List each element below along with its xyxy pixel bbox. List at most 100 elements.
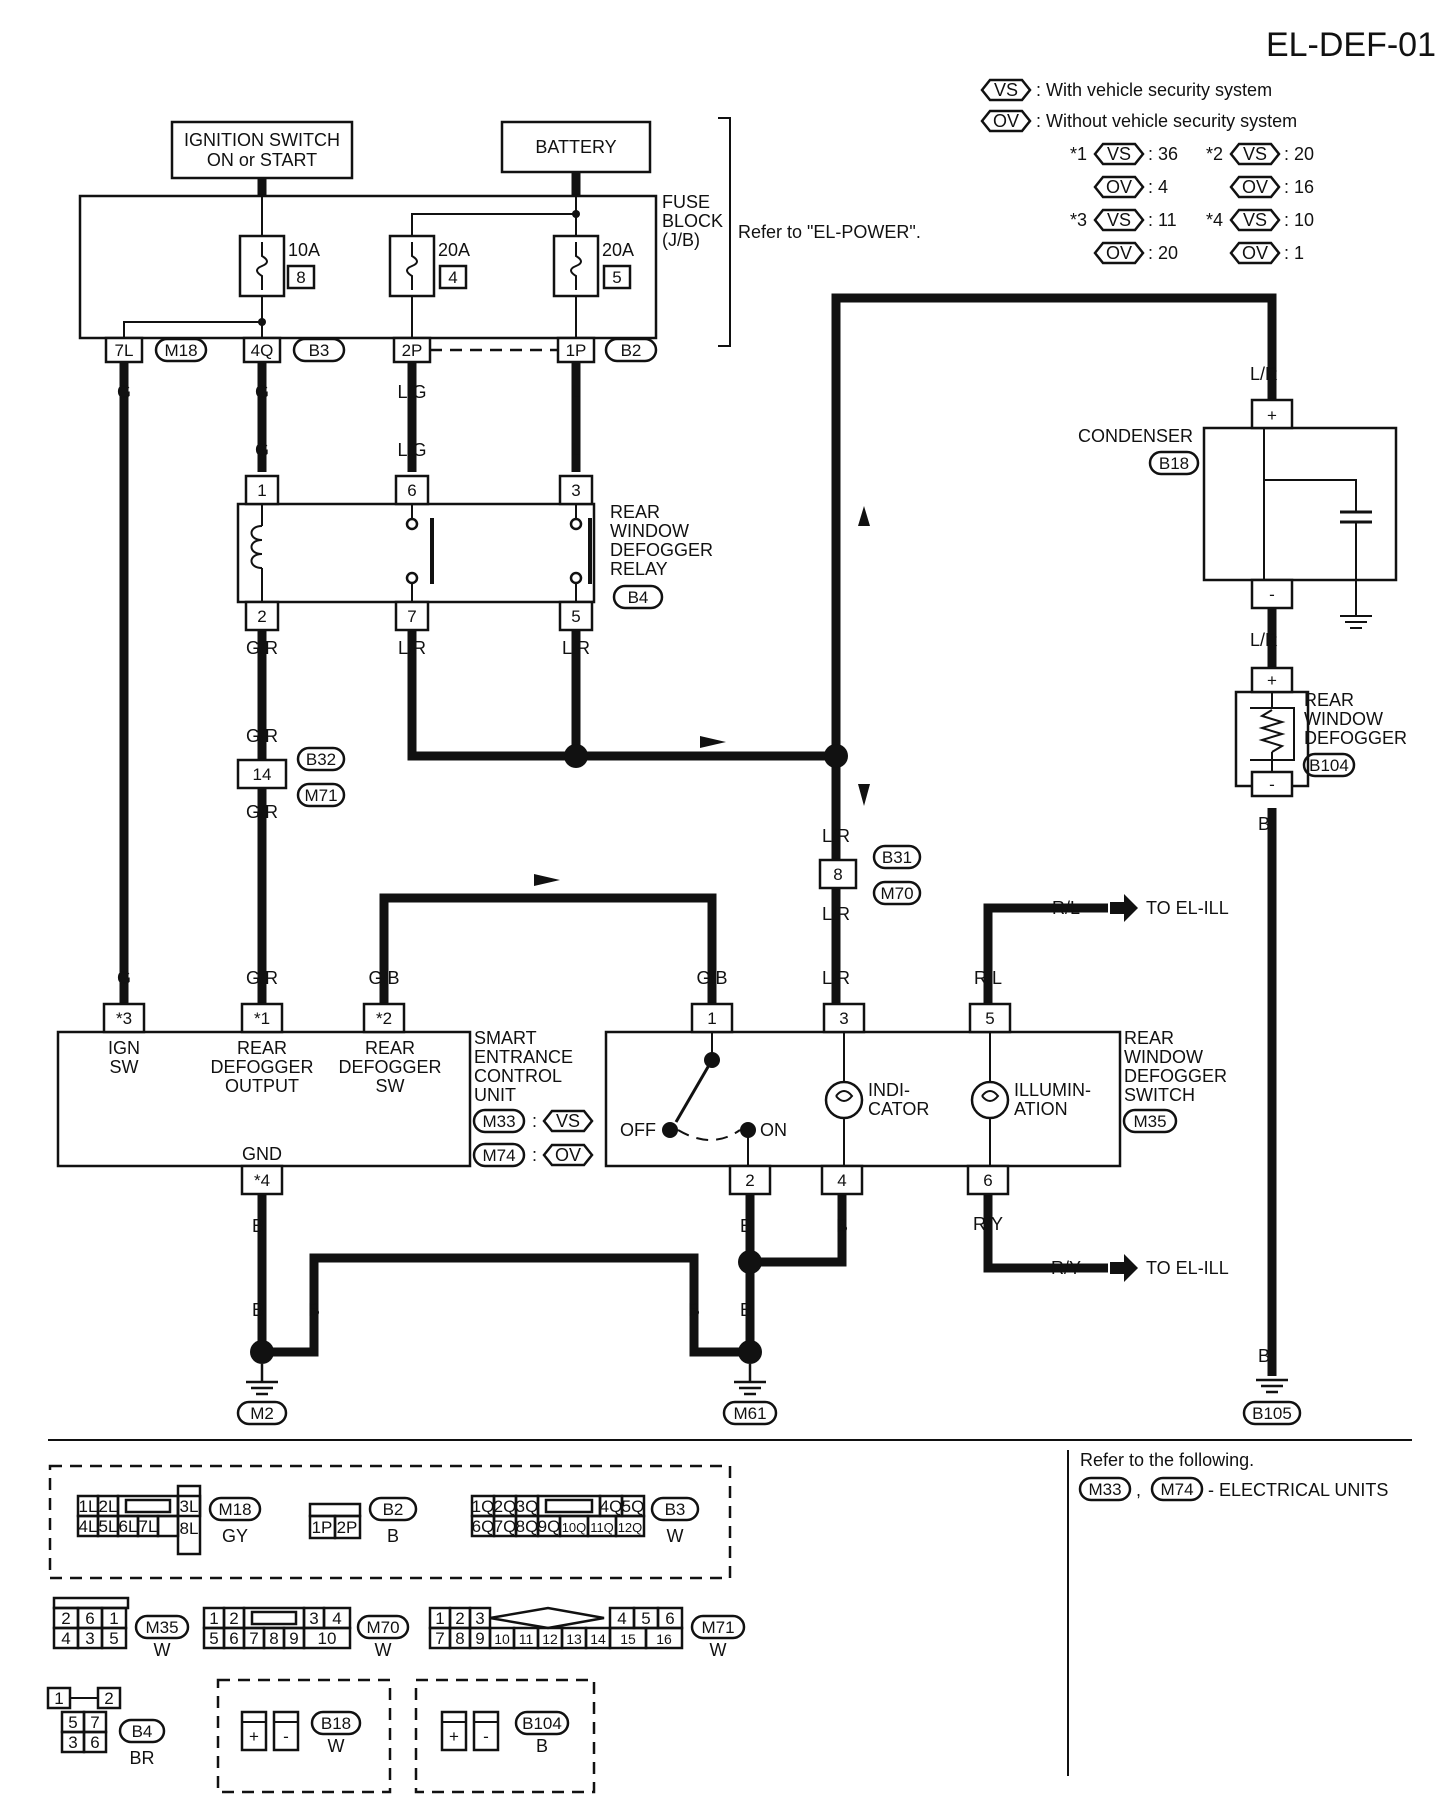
- flow-arrows: [534, 506, 870, 886]
- secu-pin-4: *4: [254, 1171, 270, 1190]
- note2-mark: *2: [1206, 144, 1223, 164]
- m70-view-id: M70: [366, 1618, 399, 1637]
- refer-m33: M33: [1088, 1480, 1121, 1499]
- conn-m35: M35: [1133, 1112, 1166, 1131]
- label-lg-2: L/G: [397, 440, 426, 460]
- terminal-7l: 7L: [115, 341, 134, 360]
- relay-label-4: RELAY: [610, 559, 668, 579]
- conn-m18: M18: [164, 341, 197, 360]
- label-gr-4: G/R: [246, 968, 278, 988]
- m35-view-id: M35: [145, 1618, 178, 1637]
- m71-11: 11: [519, 1631, 534, 1647]
- m18-7l: 7L: [139, 1517, 158, 1536]
- relay-pin-1: 1: [257, 481, 266, 500]
- m71-9: 9: [475, 1629, 484, 1648]
- condenser-minus: -: [1269, 585, 1275, 604]
- label-b-5: B: [740, 1216, 752, 1236]
- battery-label: BATTERY: [535, 137, 616, 157]
- fuse-terminals: 7L 4Q 2P 1P M18 B3 B2: [104, 336, 658, 364]
- terminal-1p: 1P: [566, 341, 587, 360]
- label-ry-2: R/Y: [1051, 1258, 1081, 1278]
- m35-2: 2: [61, 1609, 70, 1628]
- refer-box: Refer to the following. M33 , M74 - ELEC…: [1078, 1450, 1388, 1502]
- m71-7: 7: [435, 1629, 444, 1648]
- fuse3-num: 5: [612, 268, 621, 287]
- b3-12q: 12Q: [618, 1520, 643, 1535]
- wire-ry: [983, 1194, 1108, 1273]
- smart-entrance-control-unit: *3 *1 *2 *4 IGN SW REAR DEFOGGER OUTPUT …: [56, 1002, 594, 1196]
- ground-m61-label: M61: [733, 1404, 766, 1423]
- switch-off-label: OFF: [620, 1120, 656, 1140]
- label-g-1: G: [117, 382, 131, 402]
- secu-fn-out-1: REAR: [237, 1038, 287, 1058]
- relay-pin-2: 2: [257, 607, 266, 626]
- m18-6l: 6L: [119, 1517, 138, 1536]
- b4-view-color: BR: [129, 1748, 154, 1768]
- ground-m2-label: M2: [250, 1404, 274, 1423]
- b3-3q: 3Q: [516, 1497, 539, 1516]
- connector-view-b3: 1Q 2Q 3Q 4Q 5Q 6Q 7Q 8Q 9Q 10Q 11Q 12Q B…: [470, 1494, 700, 1546]
- junction-gnd-1: [738, 1250, 762, 1274]
- m71-4: 4: [617, 1609, 626, 1628]
- note2-ov: OV: [1242, 177, 1268, 197]
- note1-ov-tag: [1093, 175, 1145, 199]
- note4-mark: *4: [1206, 210, 1223, 230]
- label-lr-3: L/R: [1250, 364, 1278, 384]
- label-g-2: G: [255, 382, 269, 402]
- power-bracket: [718, 117, 731, 347]
- b104-minus: -: [483, 1727, 489, 1746]
- m35-view-color: W: [154, 1640, 171, 1660]
- secu-pin-2: *2: [376, 1009, 392, 1028]
- label-b-7: B: [836, 1216, 848, 1236]
- note2-vs-tag: [1229, 142, 1281, 166]
- b2-view-color: B: [387, 1526, 399, 1546]
- note4-ov-val: : 1: [1284, 243, 1304, 263]
- illumination-label-2: ATION: [1014, 1099, 1068, 1119]
- label-b-6: B: [740, 1300, 752, 1320]
- to-el-ill-upper: TO EL-ILL: [1110, 894, 1229, 922]
- defogger-switch: 1 3 5 2 4 6 OFF ON INDI- CATOR ILLUMIN-: [604, 1002, 1227, 1196]
- b3-10q: 10Q: [562, 1520, 587, 1535]
- m71-view-color: W: [710, 1640, 727, 1660]
- switch-pin-4: 4: [837, 1171, 846, 1190]
- b4-6: 6: [90, 1733, 99, 1752]
- to-el-ill-1: TO EL-ILL: [1146, 898, 1229, 918]
- secu-fn-ign-2: SW: [110, 1057, 139, 1077]
- wire-lr-7: [407, 620, 836, 761]
- label-lr-1: L/R: [398, 638, 426, 658]
- b3-7q: 7Q: [494, 1517, 517, 1536]
- secu-fn-sw-2: DEFOGGER: [338, 1057, 441, 1077]
- defogger-label-3: DEFOGGER: [1304, 728, 1407, 748]
- diagram-code: EL-DEF-01: [1266, 26, 1436, 64]
- legend: VS : With vehicle security system OV : W…: [980, 78, 1314, 265]
- note3-vs-val: : 11: [1148, 210, 1177, 230]
- vs-tag: [980, 78, 1032, 102]
- arrow-down-1: [858, 784, 870, 806]
- joint-connector-8: 8 B31 M70: [818, 844, 922, 906]
- connector-view-b2: 1P 2P B2 B: [308, 1496, 418, 1546]
- label-gr-3: G/R: [246, 802, 278, 822]
- m35-3: 3: [85, 1629, 94, 1648]
- b4-1: 1: [54, 1689, 63, 1708]
- m18-2l: 2L: [99, 1497, 118, 1516]
- defogger-plus: +: [1267, 671, 1277, 690]
- relay-pin-3: 3: [571, 481, 580, 500]
- m71-2: 2: [455, 1609, 464, 1628]
- conn-m71: M71: [304, 786, 337, 805]
- b18-view-color: W: [328, 1736, 345, 1756]
- switch-label-2: WINDOW: [1124, 1047, 1203, 1067]
- label-ry-1: R/Y: [973, 1214, 1003, 1234]
- m70-6: 6: [229, 1629, 238, 1648]
- fuse3-amps: 20A: [602, 240, 634, 260]
- note1-ov-val: : 4: [1148, 177, 1168, 197]
- secu-vs: VS: [556, 1111, 580, 1131]
- illumination-label-1: ILLUMIN-: [1014, 1080, 1091, 1100]
- note4-vs-tag: [1229, 208, 1281, 232]
- label-l-1: L: [571, 382, 581, 402]
- label-g-3: G: [255, 440, 269, 460]
- to-el-ill-lower: TO EL-ILL: [1110, 1254, 1229, 1282]
- note3-mark: *3: [1070, 210, 1087, 230]
- note2-vs-val: : 20: [1284, 144, 1314, 164]
- m71-view-id: M71: [701, 1618, 734, 1637]
- label-rl-1: R/L: [974, 968, 1002, 988]
